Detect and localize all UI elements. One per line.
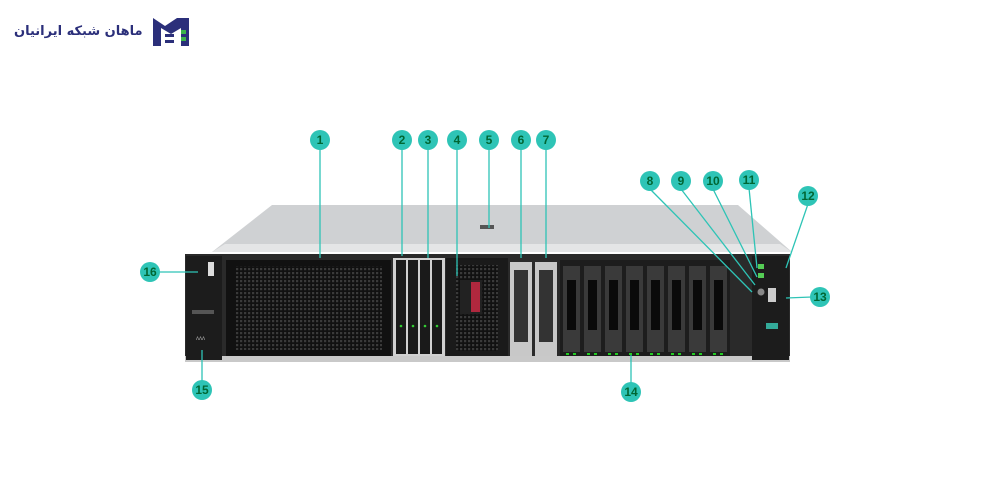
svg-text:3: 3 [425, 133, 432, 147]
sff-drive-bays [396, 260, 442, 354]
callout-13: 13 [810, 287, 830, 307]
power-button[interactable] [757, 288, 765, 296]
callout-5: 5 [479, 130, 499, 150]
callout-6: 6 [511, 130, 531, 150]
callout-12: 12 [798, 186, 818, 206]
callout-7: 7 [536, 130, 556, 150]
drive-bays-8sff [560, 260, 730, 356]
callout-lines [158, 148, 813, 384]
callout-1: 1 [310, 130, 330, 150]
svg-text:9: 9 [678, 174, 685, 188]
svg-text:15: 15 [195, 383, 209, 397]
svg-text:7: 7 [543, 133, 550, 147]
callout-16: 16 [140, 262, 160, 282]
svg-text:ʌʌʌ: ʌʌʌ [196, 336, 205, 342]
server-top-cover [212, 205, 792, 252]
right-rack-ear [752, 256, 789, 360]
brand-logo: ماهان شبکه ایرانیان [14, 14, 191, 48]
callout-10: 10 [703, 171, 723, 191]
svg-text:16: 16 [143, 265, 157, 279]
left-rack-ear [186, 256, 222, 360]
usb-port[interactable] [768, 288, 776, 302]
callout-15: 15 [192, 380, 212, 400]
logo-mark-icon [152, 18, 189, 46]
svg-text:12: 12 [801, 189, 815, 203]
svg-text:1: 1 [317, 133, 324, 147]
callout-14: 14 [621, 382, 641, 402]
svg-text:10: 10 [706, 174, 720, 188]
svg-text:14: 14 [624, 385, 638, 399]
svg-text:11: 11 [743, 173, 756, 187]
svg-text:8: 8 [647, 174, 654, 188]
callout-3: 3 [418, 130, 438, 150]
callout-4: 4 [447, 130, 467, 150]
hpe-top-logo [480, 225, 494, 229]
brand-name: ماهان شبکه ایرانیان [14, 23, 143, 39]
callout-2: 2 [392, 130, 412, 150]
svg-text:5: 5 [486, 133, 493, 147]
svg-text:4: 4 [454, 133, 461, 147]
callout-11: 11 [739, 170, 759, 190]
health-led [758, 264, 764, 269]
svg-text:6: 6 [518, 133, 525, 147]
callout-8: 8 [640, 171, 660, 191]
svg-text:2: 2 [399, 133, 406, 147]
nic-led [758, 273, 764, 278]
callout-9: 9 [671, 171, 691, 191]
svg-text:13: 13 [813, 290, 827, 304]
